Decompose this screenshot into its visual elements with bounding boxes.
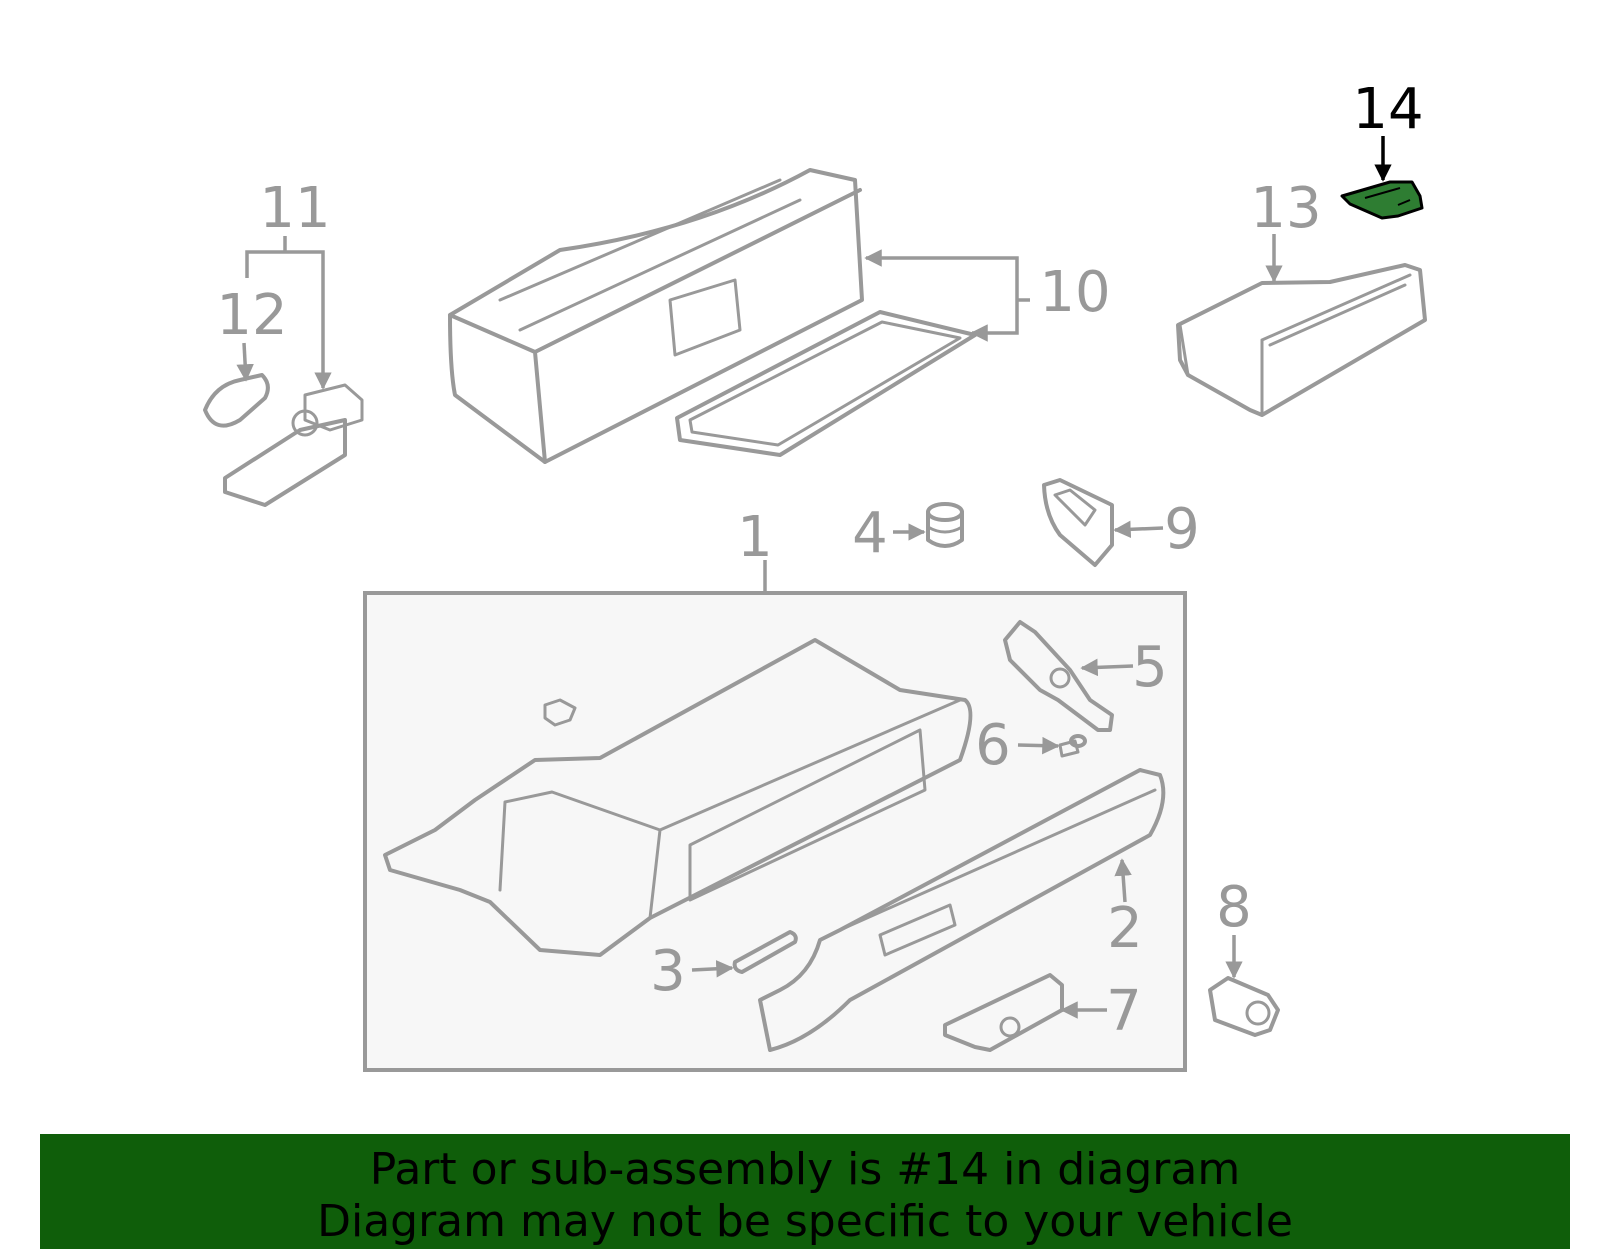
lead-line-5 <box>1080 658 1134 677</box>
part-4-bumper[interactable] <box>926 502 964 548</box>
part-11-lamp[interactable] <box>223 383 364 507</box>
callout-8: 8 <box>1216 875 1252 940</box>
callout-4: 4 <box>852 501 888 566</box>
part-1-housing[interactable] <box>383 638 973 957</box>
part-8-lock-cylinder[interactable] <box>1208 976 1280 1037</box>
part-2-lid[interactable] <box>758 768 1166 1052</box>
lead-line-10b <box>970 300 1019 342</box>
callout-14: 14 <box>1352 77 1423 142</box>
banner-line-2: Diagram may not be specific to your vehi… <box>317 1196 1293 1247</box>
part-12-bulb[interactable] <box>203 373 270 428</box>
callout-2: 2 <box>1107 896 1143 961</box>
part-6-screw[interactable] <box>1058 734 1087 758</box>
callout-10: 10 <box>1039 260 1110 325</box>
callout-7: 7 <box>1106 979 1142 1044</box>
part-5-latch[interactable] <box>1003 620 1114 732</box>
callout-13: 13 <box>1250 176 1321 241</box>
callout-6: 6 <box>975 713 1011 778</box>
lead-line-2 <box>1114 858 1132 903</box>
part-9-cover[interactable] <box>1042 478 1114 567</box>
callout-11: 11 <box>259 176 330 241</box>
lead-line-10 <box>864 249 1019 300</box>
lead-line-6 <box>1017 736 1060 755</box>
part-3-pin[interactable] <box>732 930 798 974</box>
part-7-lock[interactable] <box>943 973 1064 1052</box>
lead-line-9 <box>1113 520 1164 539</box>
part-14-clip[interactable] <box>1340 180 1424 220</box>
part-13-tray[interactable] <box>1176 263 1427 417</box>
lead-line-12 <box>236 342 254 382</box>
callout-1: 1 <box>737 505 773 570</box>
part-10-liner[interactable] <box>448 168 977 464</box>
callout-9: 9 <box>1164 497 1200 562</box>
lead-line-3 <box>691 960 734 978</box>
callout-3: 3 <box>650 939 686 1004</box>
callout-5: 5 <box>1132 635 1168 700</box>
banner-line-1: Part or sub-assembly is #14 in diagram <box>369 1144 1241 1195</box>
callout-12: 12 <box>216 283 287 348</box>
info-banner: Part or sub-assembly is #14 in diagram D… <box>40 1134 1570 1249</box>
